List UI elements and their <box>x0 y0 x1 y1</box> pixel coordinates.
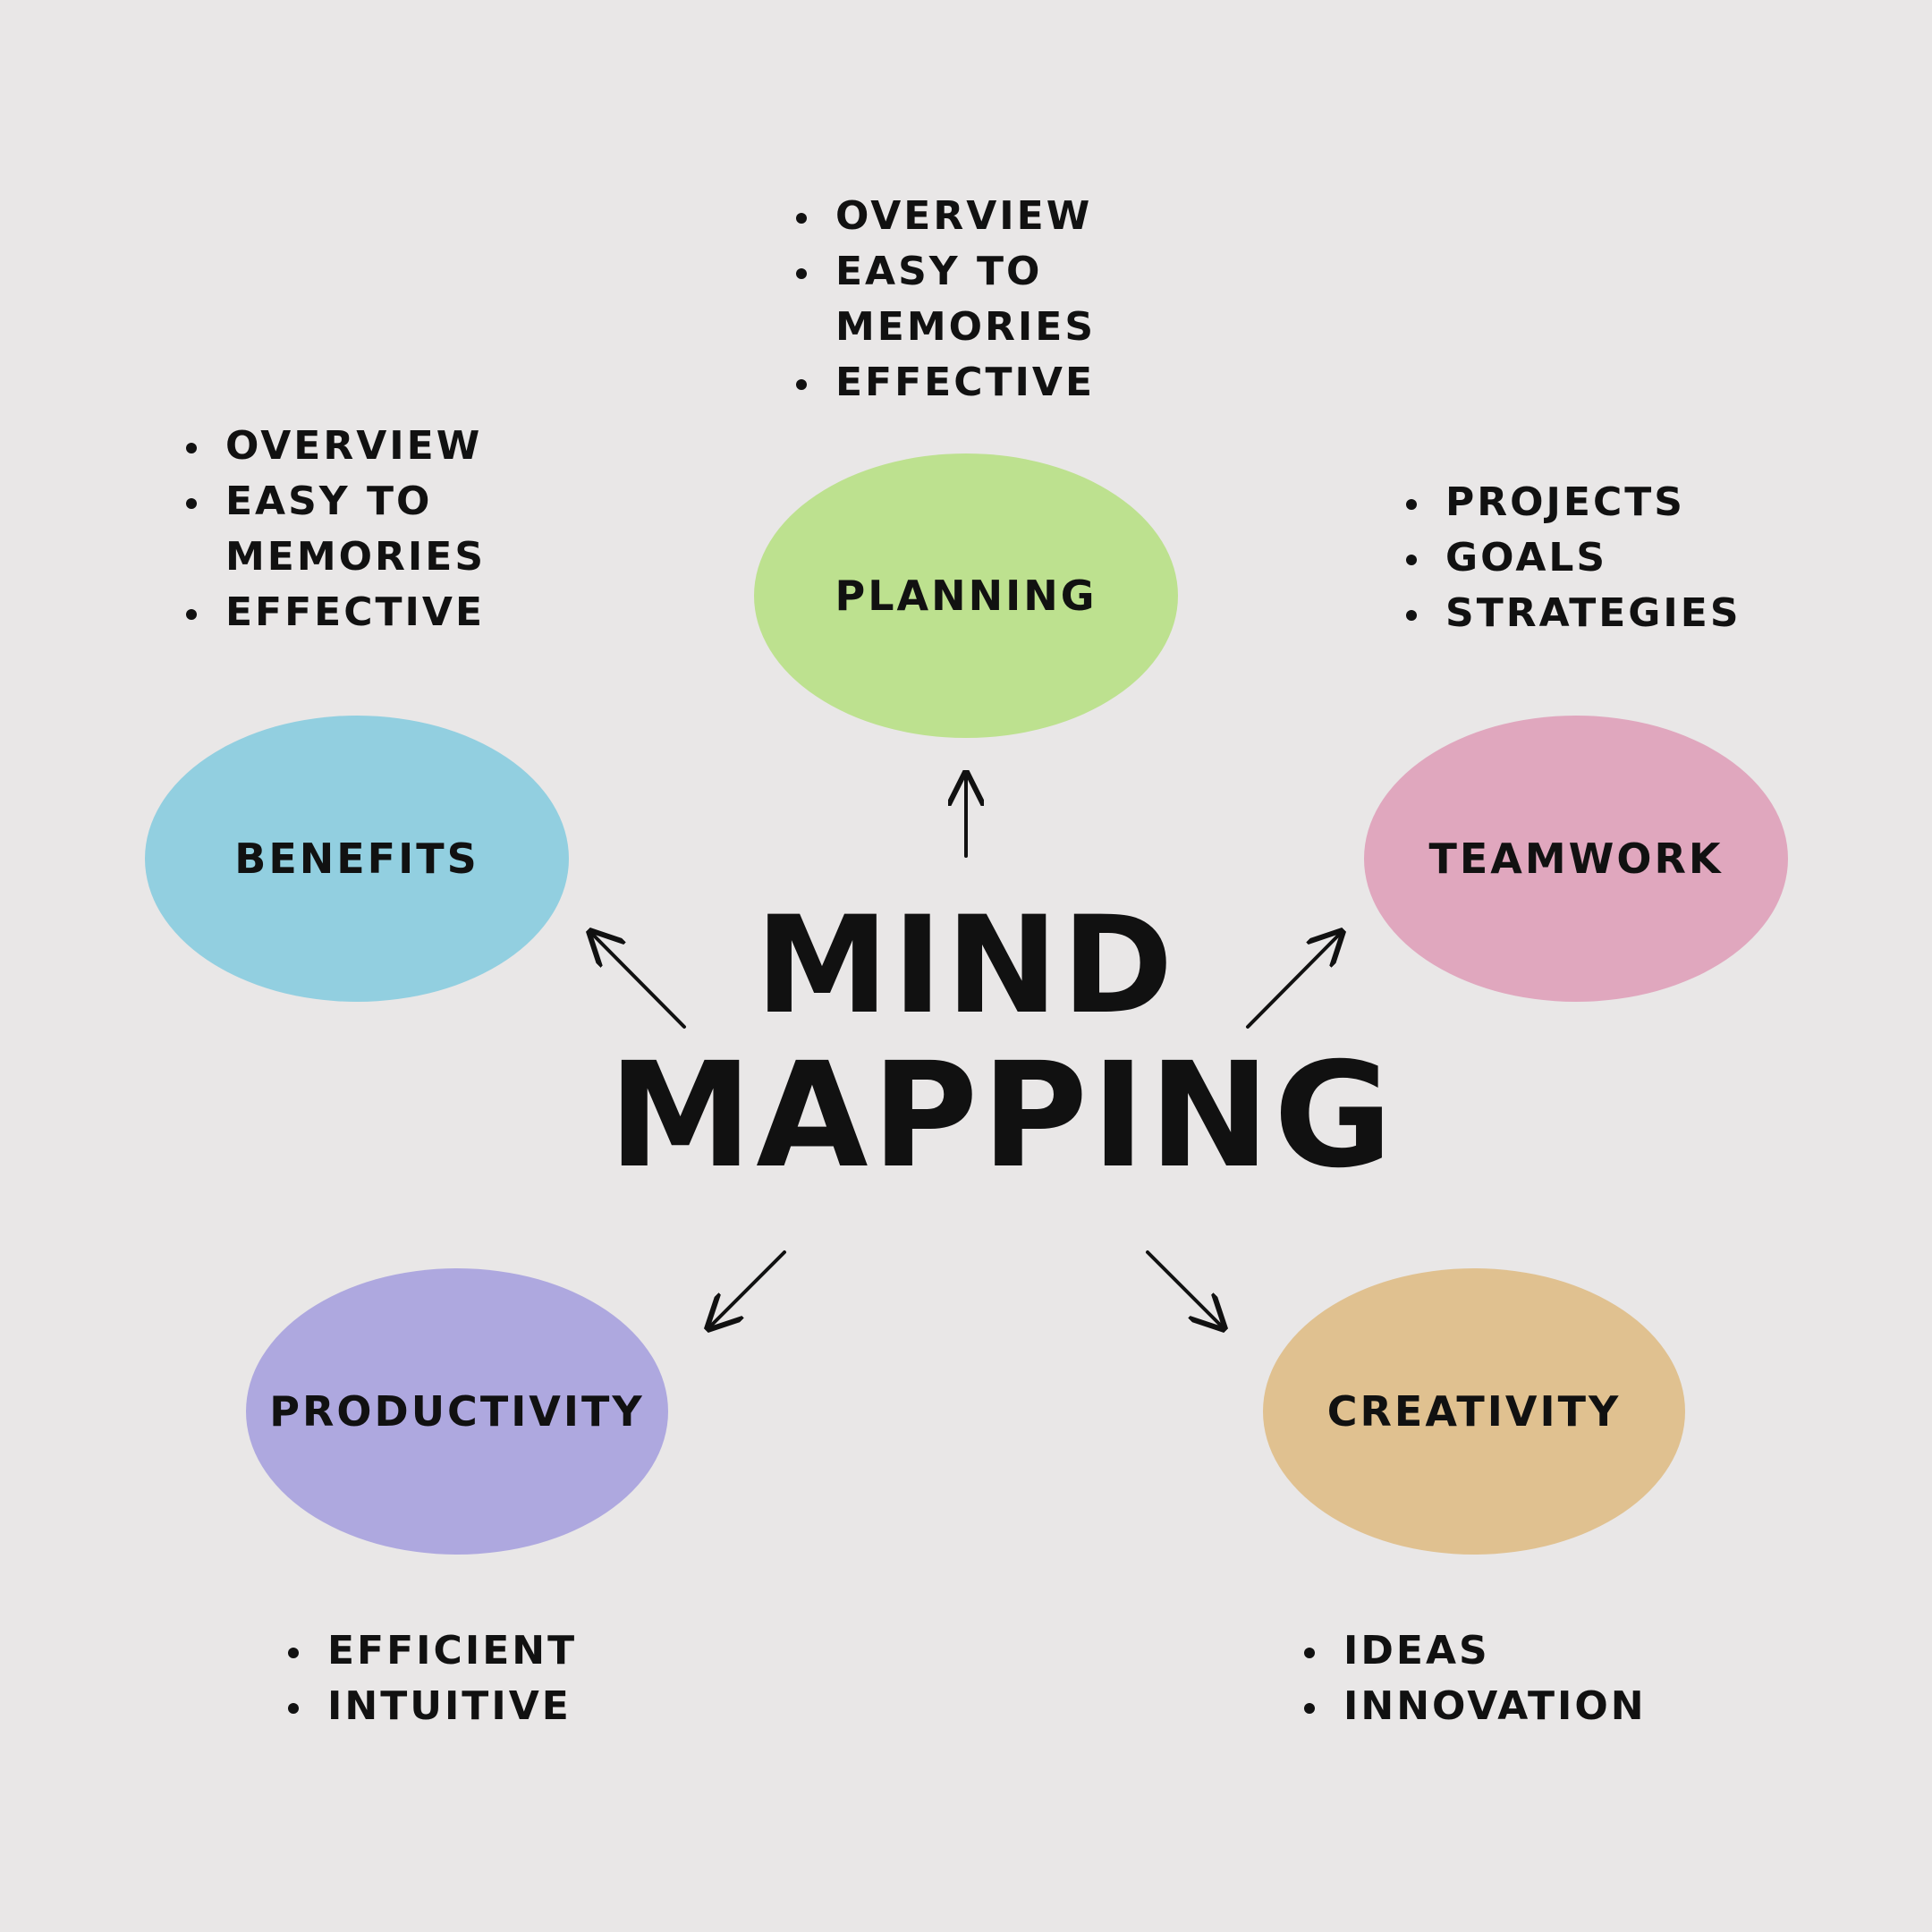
teamwork-bullet-list: PROJECTS GOALS STRATEGIES <box>1406 475 1782 641</box>
bullet-item: OVERVIEW <box>796 189 1127 244</box>
bullet-item: INNOVATION <box>1304 1679 1662 1734</box>
teamwork-label: TEAMWORK <box>1428 835 1724 883</box>
bullet-item: GOALS <box>1406 530 1782 586</box>
benefits-bullet-list: OVERVIEW EASY TO MEMORIES EFFECTIVE <box>186 419 517 640</box>
planning-label: PLANNING <box>835 572 1097 620</box>
creativity-label: CREATIVITY <box>1326 1387 1622 1436</box>
bullet-item: EFFICIENT <box>288 1623 628 1679</box>
productivity-label: PRODUCTIVITY <box>269 1387 645 1436</box>
bullet-item: STRATEGIES <box>1406 586 1782 641</box>
benefits-node: BENEFITS <box>145 716 569 1002</box>
diagram-title: MIND MAPPING <box>608 888 1396 1200</box>
bullet-item: EFFECTIVE <box>796 355 1127 411</box>
bullet-item: EASY TO MEMORIES <box>796 244 1127 355</box>
productivity-node: PRODUCTIVITY <box>246 1268 668 1555</box>
productivity-bullet-list: EFFICIENT INTUITIVE <box>288 1623 628 1734</box>
arrow-to-benefits <box>593 935 686 1029</box>
planning-bullet-list: OVERVIEW EASY TO MEMORIES EFFECTIVE <box>796 189 1127 411</box>
title-line-1: MIND <box>755 888 1177 1044</box>
arrow-to-teamwork <box>1246 935 1339 1029</box>
bullet-item: EASY TO MEMORIES <box>186 474 517 585</box>
bullet-item: IDEAS <box>1304 1623 1662 1679</box>
bullet-item: OVERVIEW <box>186 419 517 474</box>
benefits-label: BENEFITS <box>234 835 479 883</box>
teamwork-node: TEAMWORK <box>1364 716 1788 1002</box>
arrow-to-creativity <box>1146 1250 1221 1326</box>
arrow-to-productivity <box>711 1250 786 1326</box>
title-line-2: MAPPING <box>608 1032 1396 1200</box>
bullet-item: INTUITIVE <box>288 1679 628 1734</box>
creativity-bullet-list: IDEAS INNOVATION <box>1304 1623 1662 1734</box>
creativity-node: CREATIVITY <box>1263 1268 1685 1555</box>
planning-node: PLANNING <box>754 453 1178 738</box>
bullet-item: EFFECTIVE <box>186 585 517 640</box>
bullet-item: PROJECTS <box>1406 475 1782 530</box>
